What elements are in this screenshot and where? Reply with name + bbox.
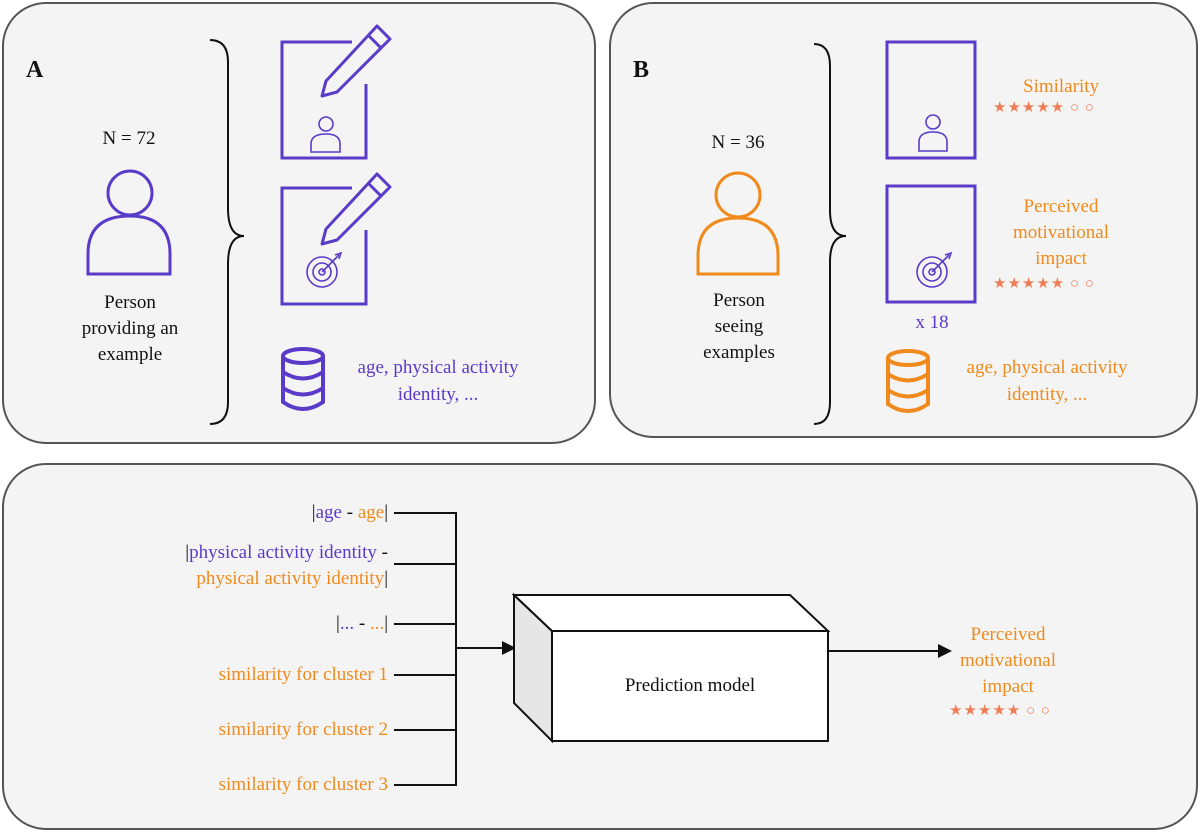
panel-a-db-text-line-2: identity, ...: [397, 384, 479, 405]
rating-empty-circles: ○ ○: [1065, 100, 1095, 116]
feature-part: similarity for cluster 3: [218, 774, 388, 795]
panel-a-n-label: N = 72: [102, 128, 156, 149]
feature-part: physical activity identity: [189, 542, 377, 563]
impact-label-line-2: motivational: [1012, 222, 1110, 243]
feature-part: ...: [339, 613, 355, 634]
feature-age-diff: |age - age|: [312, 500, 388, 525]
feature-part: |: [185, 542, 190, 563]
database-icon: [886, 349, 930, 413]
panel-a-caption-line-3: example: [97, 344, 163, 365]
panel-a-caption-line-1: Person: [104, 292, 156, 313]
panel-a-caption-line-2: providing an: [81, 318, 179, 339]
panel-b-caption-line-2: seeing: [714, 316, 764, 337]
feature-part: |: [384, 502, 388, 523]
panel-c-graphics: [394, 512, 952, 786]
person-icon: [310, 116, 341, 153]
feature-similarity-cluster-2: similarity for cluster 2: [219, 717, 388, 742]
rating-filled-stars: ★★★★★: [993, 276, 1066, 292]
panel-a-db-text-line-1: age, physical activity: [357, 357, 519, 378]
curly-brace: [813, 43, 847, 425]
panel-b-n-label: N = 36: [711, 132, 765, 153]
feature-part: -: [354, 613, 370, 634]
feature-part: ...: [369, 613, 385, 634]
person-icon: [918, 114, 948, 152]
output-label-line-1: Perceived: [970, 624, 1046, 645]
feature-part: age: [315, 502, 342, 523]
output-label-line-3: impact: [982, 676, 1034, 697]
feature-part: |: [384, 613, 388, 634]
database-icon: [281, 347, 325, 411]
panel-a-letter: A: [26, 57, 44, 83]
person-icon: [696, 171, 780, 276]
feature-part: |: [336, 613, 340, 634]
feature-part: -: [376, 542, 388, 563]
feature-pa-identity-diff-line-1: |physical activity identity -: [185, 540, 388, 565]
feature-connectors: [394, 512, 506, 786]
document-edit-icon: [280, 40, 368, 160]
panel-b-db-text-line-2: identity, ...: [1006, 384, 1088, 405]
panel-a: A N = 72: [2, 2, 596, 444]
person-icon: [86, 169, 172, 276]
feature-pa-identity-diff-line-2: physical activity identity|: [196, 566, 388, 591]
arrow-head: [502, 641, 516, 655]
panel-b: B N = 36 Person: [609, 2, 1198, 438]
prediction-model-label: Prediction model: [624, 675, 756, 696]
feature-similarity-cluster-1: similarity for cluster 1: [219, 662, 388, 687]
document-edit-icon: [280, 186, 368, 306]
panel-b-letter: B: [633, 57, 650, 83]
impact-rating: ★★★★★ ○ ○: [993, 272, 1095, 297]
document-icon: [885, 40, 977, 160]
panel-b-graphics: [696, 40, 977, 425]
panel-b-caption-line-1: Person: [713, 290, 765, 311]
impact-label-line-3: impact: [1035, 248, 1087, 269]
output-rating: ★★★★★ ○ ○: [949, 699, 1051, 724]
prediction-model-box: [511, 592, 831, 744]
document-icon: [885, 184, 977, 304]
feature-other-diff: |... - ...|: [336, 611, 388, 636]
curly-brace: [209, 39, 245, 425]
rating-filled-stars: ★★★★★: [949, 703, 1022, 719]
impact-label-line-1: Perceived: [1023, 196, 1099, 217]
rating-empty-circles: ○ ○: [1065, 276, 1095, 292]
feature-similarity-cluster-3: similarity for cluster 3: [219, 772, 388, 797]
panel-a-graphics: [86, 24, 392, 425]
panel-b-db-text-line-1: age, physical activity: [966, 357, 1128, 378]
feature-part: -: [341, 502, 358, 523]
target-icon: [916, 251, 953, 288]
similarity-rating: ★★★★★ ○ ○: [993, 96, 1095, 121]
pencil-icon: [320, 24, 392, 98]
feature-part: physical activity identity: [196, 568, 385, 589]
feature-part: |: [384, 568, 388, 589]
rating-empty-circles: ○ ○: [1021, 703, 1051, 719]
similarity-label: Similarity: [1023, 76, 1099, 97]
repeat-label: x 18: [915, 312, 949, 333]
panel-c: |age - age| |physical activity identity …: [2, 463, 1198, 830]
output-label-line-2: motivational: [959, 650, 1057, 671]
pencil-icon: [320, 172, 392, 246]
feature-part: similarity for cluster 1: [218, 664, 388, 685]
target-icon: [306, 251, 343, 288]
feature-part: similarity for cluster 2: [218, 719, 388, 740]
arrow-head: [938, 644, 952, 658]
feature-part: |: [311, 502, 316, 523]
panel-b-caption-line-3: examples: [703, 342, 775, 363]
rating-filled-stars: ★★★★★: [993, 100, 1066, 116]
feature-part: age: [357, 502, 385, 523]
